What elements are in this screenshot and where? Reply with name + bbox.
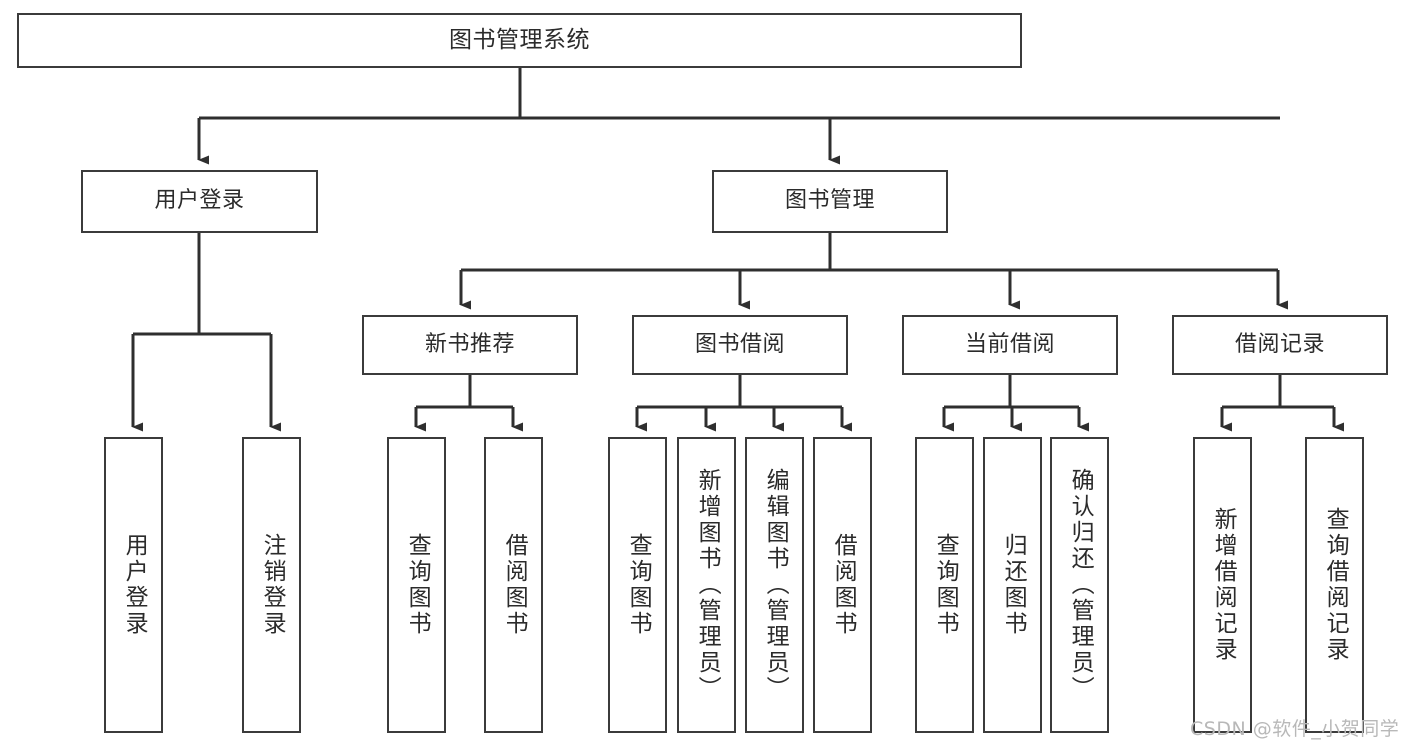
node-label: 新增借阅记录 [1210, 507, 1237, 663]
node-label: 当前借阅 [964, 331, 1055, 357]
node-label: 图书管理 [784, 188, 875, 214]
node-leaf-query-book-current[interactable]: 查询图书 [915, 437, 974, 733]
node-leaf-add-borrow-record[interactable]: 新增借阅记录 [1193, 437, 1252, 733]
node-new-book-recommend[interactable]: 新书推荐 [362, 315, 578, 375]
node-leaf-query-book-borrow[interactable]: 查询图书 [608, 437, 667, 733]
watermark: CSDN @软件_小贺同学 [1190, 718, 1400, 740]
node-leaf-user-login[interactable]: 用户登录 [104, 437, 163, 733]
node-leaf-borrow-book-recommend[interactable]: 借阅图书 [484, 437, 543, 733]
node-leaf-edit-book-admin[interactable]: 编辑图书（管理员） [745, 437, 804, 733]
node-leaf-confirm-return-admin[interactable]: 确认归还（管理员） [1050, 437, 1109, 733]
node-label: 借阅图书 [501, 533, 528, 637]
node-leaf-add-book-admin[interactable]: 新增图书（管理员） [677, 437, 736, 733]
node-label: 编辑图书（管理员） [762, 468, 789, 702]
node-label: 新书推荐 [424, 331, 515, 357]
node-label: 图书借阅 [694, 331, 785, 357]
node-label: 借阅图书 [830, 533, 857, 637]
node-book-management[interactable]: 图书管理 [712, 170, 948, 233]
node-leaf-borrow-book[interactable]: 借阅图书 [813, 437, 872, 733]
node-label: 用户登录 [121, 533, 148, 637]
node-leaf-return-book[interactable]: 归还图书 [983, 437, 1042, 733]
node-user-login[interactable]: 用户登录 [81, 170, 318, 233]
node-label: 确认归还（管理员） [1067, 468, 1094, 702]
node-book-borrow[interactable]: 图书借阅 [632, 315, 848, 375]
node-label: 查询借阅记录 [1322, 507, 1349, 663]
node-label: 查询图书 [932, 533, 959, 637]
node-label: 图书管理系统 [449, 26, 590, 53]
node-borrow-record[interactable]: 借阅记录 [1172, 315, 1388, 375]
node-label: 归还图书 [1000, 533, 1027, 637]
node-book-management-system[interactable]: 图书管理系统 [17, 13, 1022, 68]
node-leaf-logout[interactable]: 注销登录 [242, 437, 301, 733]
node-label: 查询图书 [625, 533, 652, 637]
node-label: 查询图书 [404, 533, 431, 637]
node-label: 用户登录 [154, 188, 245, 214]
node-label: 注销登录 [259, 533, 286, 637]
node-current-borrow[interactable]: 当前借阅 [902, 315, 1118, 375]
node-label: 借阅记录 [1234, 331, 1325, 357]
node-leaf-query-borrow-record[interactable]: 查询借阅记录 [1305, 437, 1364, 733]
node-label: 新增图书（管理员） [694, 468, 721, 702]
node-leaf-query-book-recommend[interactable]: 查询图书 [387, 437, 446, 733]
